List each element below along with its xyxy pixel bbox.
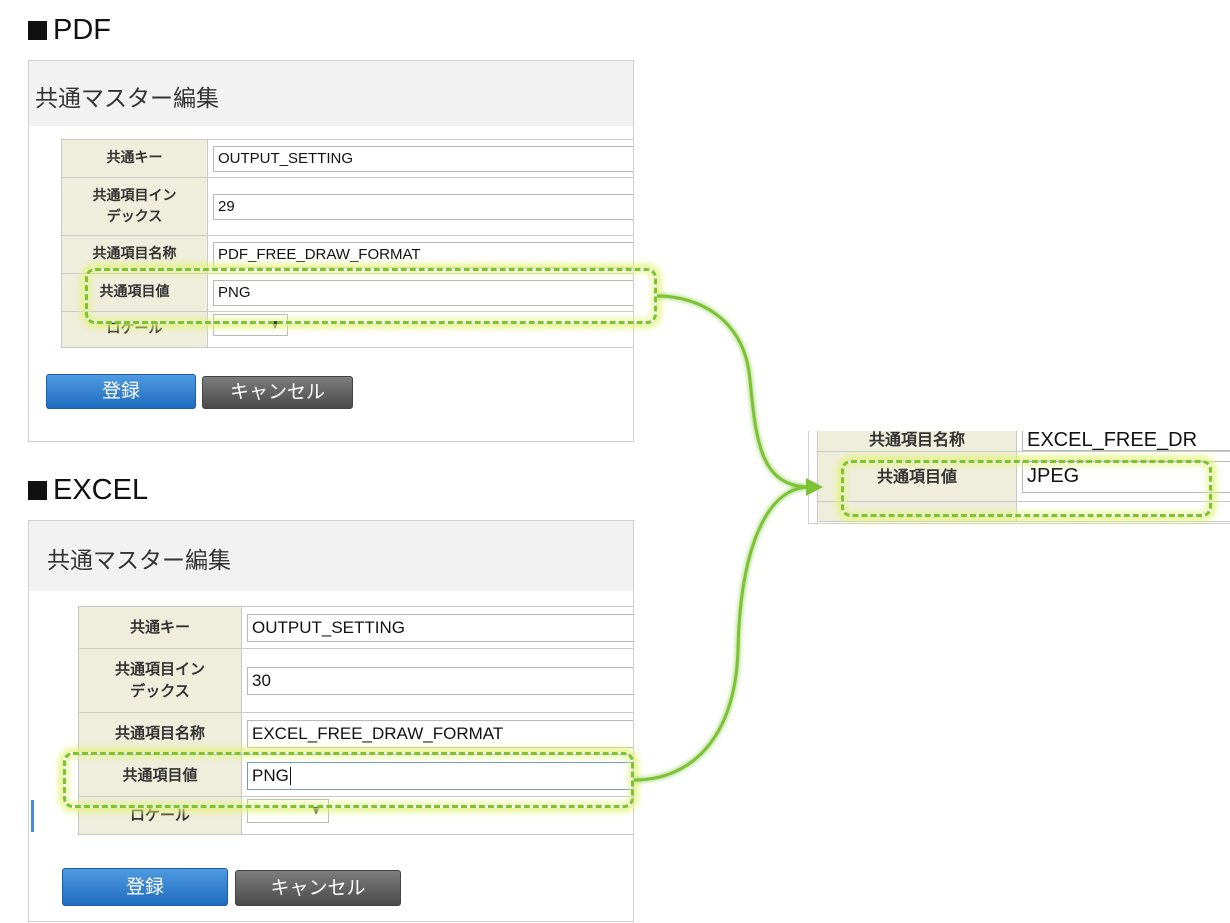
panel-title: 共通マスター編集 [47, 548, 231, 574]
pdf-section-title: PDF [28, 14, 111, 47]
cancel-button[interactable]: キャンセル [202, 376, 353, 409]
common-index-input[interactable]: 29 [213, 193, 633, 220]
row-locale: ロケール ▼ [61, 311, 633, 348]
row-common-index: 共通項目イン デックス 30 [78, 648, 633, 713]
excel-form-table: 共通キー OUTPUT_SETTING 共通項目イン デックス 30 共通項目名… [78, 606, 633, 835]
row-value-cell: EXCEL_FREE_DR [1016, 431, 1230, 452]
pdf-edit-panel: 共通マスター編集 共通キー OUTPUT_SETTING 共通項目イン デックス… [28, 60, 634, 442]
row-locale: ロケール ▼ [78, 796, 633, 835]
dropdown-arrow-icon: ▼ [312, 805, 320, 817]
row-label: 共通キー [78, 606, 242, 649]
text-caret [289, 766, 291, 785]
register-button[interactable]: 登録 [62, 868, 228, 906]
common-key-input[interactable]: OUTPUT_SETTING [213, 145, 633, 172]
row-label: 共通キー [61, 139, 208, 178]
row-value-cell: OUTPUT_SETTING [207, 139, 633, 178]
excel-edit-panel: 共通マスター編集 共通キー OUTPUT_SETTING 共通項目イン デックス… [28, 520, 634, 922]
pdf-section-title-text: PDF [53, 14, 111, 46]
row-value-cell: 29 [207, 177, 633, 236]
panel-title: 共通マスター編集 [35, 86, 219, 112]
common-value-input[interactable]: PNG [213, 279, 633, 306]
row-common-value: 共通項目値 PNG [61, 273, 633, 312]
row-value-cell: OUTPUT_SETTING [241, 606, 633, 649]
register-button[interactable]: 登録 [46, 374, 196, 409]
pdf-form-table: 共通キー OUTPUT_SETTING 共通項目イン デックス 29 共通項目名… [61, 139, 633, 348]
row-common-value: 共通項目値 PNG [78, 754, 633, 797]
panel-header: 共通マスター編集 [29, 521, 633, 591]
row-value-cell: JPEG [1016, 451, 1230, 502]
square-bullet-icon [28, 481, 47, 500]
row-value-cell: EXCEL_FREE_DRAW_FORMAT [241, 712, 633, 755]
pdf-connector-line [656, 294, 811, 489]
row-common-key: 共通キー OUTPUT_SETTING [61, 139, 633, 178]
row-common-key: 共通キー OUTPUT_SETTING [78, 606, 633, 649]
row-common-name: 共通項目名称 PDF_FREE_DRAW_FORMAT [61, 235, 633, 274]
row-value-cell: PNG [207, 273, 633, 312]
row-common-index: 共通項目イン デックス 29 [61, 177, 633, 236]
row-label: 共通項目値 [78, 754, 242, 797]
excel-connector-line [633, 485, 811, 782]
common-name-input[interactable]: EXCEL_FREE_DR [1022, 431, 1230, 451]
row-label: 共通項目値 [817, 451, 1017, 502]
locale-select[interactable]: ▼ [213, 314, 288, 336]
dropdown-arrow-icon: ▼ [271, 319, 279, 331]
square-bullet-icon [28, 21, 47, 40]
arrowhead-icon [806, 478, 823, 496]
row-value-cell: ▼ [207, 311, 633, 348]
common-name-input[interactable]: EXCEL_FREE_DRAW_FORMAT [247, 719, 633, 748]
row-label: 共通項目名称 [61, 235, 208, 274]
row-common-name: 共通項目名称 EXCEL_FREE_DRAW_FORMAT [78, 712, 633, 755]
focus-marker [31, 800, 34, 832]
common-value-input[interactable]: PNG [247, 761, 633, 790]
common-index-input[interactable]: 30 [247, 666, 633, 695]
excel-section-title-text: EXCEL [53, 474, 149, 506]
row-label: 共通項目名称 [78, 712, 242, 755]
cancel-button[interactable]: キャンセル [235, 870, 401, 906]
locale-select[interactable]: ▼ [247, 799, 329, 823]
row-value-cell: PNG [241, 754, 633, 797]
common-key-input[interactable]: OUTPUT_SETTING [247, 613, 633, 642]
row-value-cell: ▼ [241, 796, 633, 835]
row-label: 共通項目イン デックス [61, 177, 208, 236]
panel-header: 共通マスター編集 [29, 61, 633, 126]
row-label: 共通項目イン デックス [78, 648, 242, 713]
common-value-input[interactable]: JPEG [1022, 460, 1230, 493]
common-name-input[interactable]: PDF_FREE_DRAW_FORMAT [213, 241, 633, 268]
row-value-cell: 30 [241, 648, 633, 713]
row-common-value: 共通項目値 JPEG [817, 451, 1230, 502]
excel-section-title: EXCEL [28, 474, 148, 507]
row-label: ロケール [78, 796, 242, 835]
